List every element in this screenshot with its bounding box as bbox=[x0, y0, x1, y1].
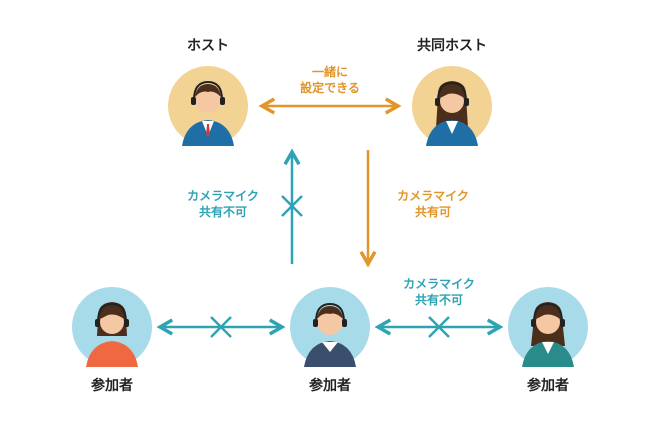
participant-center-label: 参加者 bbox=[309, 378, 351, 394]
cohost-to-participant-note: カメラマイク 共有可 bbox=[397, 189, 469, 219]
participant-right-label: 参加者 bbox=[527, 378, 569, 394]
participant-center-right-cross-icon bbox=[428, 316, 450, 338]
participant-left-avatar-icon bbox=[72, 287, 152, 367]
participant-right-avatar-icon bbox=[508, 287, 588, 367]
cohost-avatar-icon bbox=[412, 66, 492, 146]
host-cohost-note: 一緒に 設定できる bbox=[300, 65, 360, 95]
host-avatar-icon bbox=[168, 66, 248, 146]
host-label: ホスト bbox=[187, 38, 229, 54]
participant-to-host-cross-icon bbox=[281, 195, 303, 217]
participant-to-host-note: カメラマイク 共有不可 bbox=[187, 189, 259, 219]
participant-center-avatar-icon bbox=[290, 287, 370, 367]
participant-left-center-cross-icon bbox=[210, 316, 232, 338]
cohost-label: 共同ホスト bbox=[417, 38, 487, 54]
participant-center-right-note: カメラマイク 共有不可 bbox=[403, 277, 475, 307]
participant-left-label: 参加者 bbox=[91, 378, 133, 394]
